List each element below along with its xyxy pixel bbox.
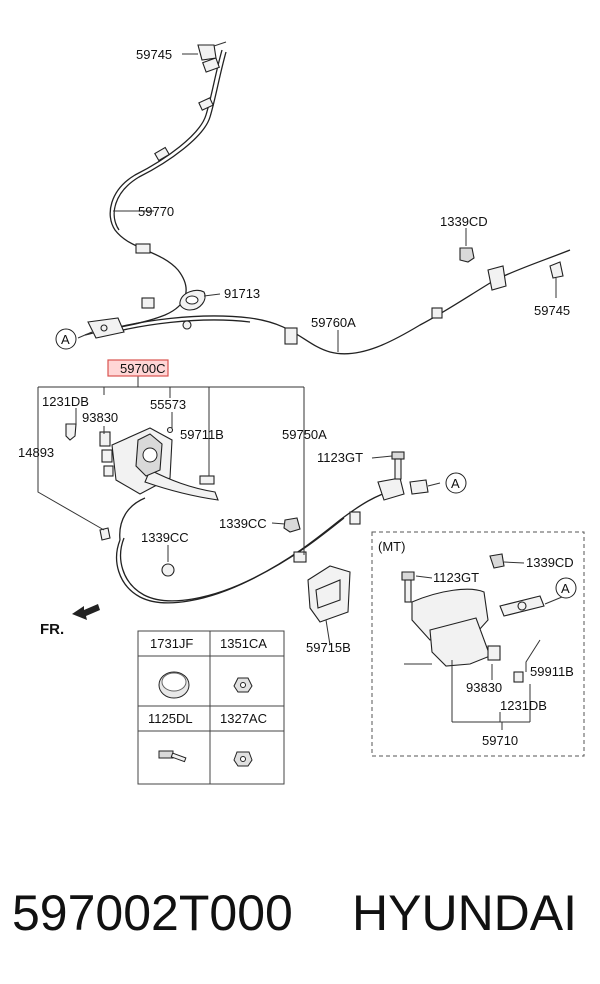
equalizer-bracket (87, 317, 125, 339)
cap-1731jf-icon (158, 671, 190, 699)
label-ref-a-3: A (561, 581, 570, 596)
pedal-assembly (65, 423, 219, 541)
label-ref-a-1: A (61, 332, 70, 347)
ref-a-circle-2 (445, 472, 467, 494)
label-91713: 91713 (224, 286, 260, 301)
nut-1351ca-icon (233, 677, 253, 693)
label-mt-1339cd: 1339CD (526, 555, 574, 570)
part-number: 597002T000 (12, 885, 293, 941)
label-14893: 14893 (18, 445, 54, 460)
legend-cell-1351ca: 1351CA (220, 636, 267, 651)
label-59700c: 59700C (120, 361, 166, 376)
highlight-box (107, 359, 169, 377)
label-front: FR. (40, 621, 64, 638)
ref-a-circle-3 (555, 577, 577, 599)
cable-59750a (116, 477, 429, 604)
front-arrow-icon (72, 604, 100, 620)
cable-59760a (94, 249, 571, 355)
label-59745-top: 59745 (136, 47, 172, 62)
bracket-59715b (307, 565, 351, 623)
label-1339cd-top: 1339CD (440, 214, 488, 229)
label-55573: 55573 (150, 397, 186, 412)
label-mt-1231db: 1231DB (500, 698, 547, 713)
clip-59745-top (197, 41, 227, 61)
label-mt-59911b: 59911B (530, 664, 574, 679)
label-59750a: 59750A (282, 427, 327, 442)
cable-59770 (84, 49, 227, 336)
label-mt-1123gt: 1123GT (433, 570, 479, 585)
bolt-1123gt (391, 451, 405, 480)
bolt-1125dl-icon (158, 750, 187, 763)
legend-cell-1327ac: 1327AC (220, 711, 267, 726)
legend-cell-1731jf: 1731JF (150, 636, 193, 651)
label-93830: 93830 (82, 410, 118, 425)
bracket-91713 (179, 289, 206, 311)
label-1339cc-right: 1339CC (219, 516, 267, 531)
mt-section (371, 531, 585, 757)
label-59760a: 59760A (311, 315, 356, 330)
label-59745-right: 59745 (534, 303, 570, 318)
label-mt: (MT) (378, 539, 405, 554)
label-mt-59710: 59710 (482, 733, 518, 748)
legend-cell-1125dl: 1125DL (148, 711, 193, 726)
brand-name: HYUNDAI (352, 885, 577, 941)
nut-1339cd-top (459, 247, 475, 263)
nut-1339cc-right (283, 517, 301, 533)
label-ref-a-2: A (451, 476, 460, 491)
label-59770: 59770 (138, 204, 174, 219)
label-1231db: 1231DB (42, 394, 89, 409)
label-59711b: 59711B (180, 427, 224, 442)
label-1123gt: 1123GT (317, 450, 363, 465)
label-mt-93830: 93830 (466, 680, 502, 695)
ref-a-circle-1 (55, 328, 77, 350)
leader-lines (37, 53, 557, 646)
legend-table (137, 630, 285, 785)
label-59715b: 59715B (306, 640, 351, 655)
label-1339cc-left: 1339CC (141, 530, 189, 545)
nut-1327ac-icon (233, 751, 253, 767)
